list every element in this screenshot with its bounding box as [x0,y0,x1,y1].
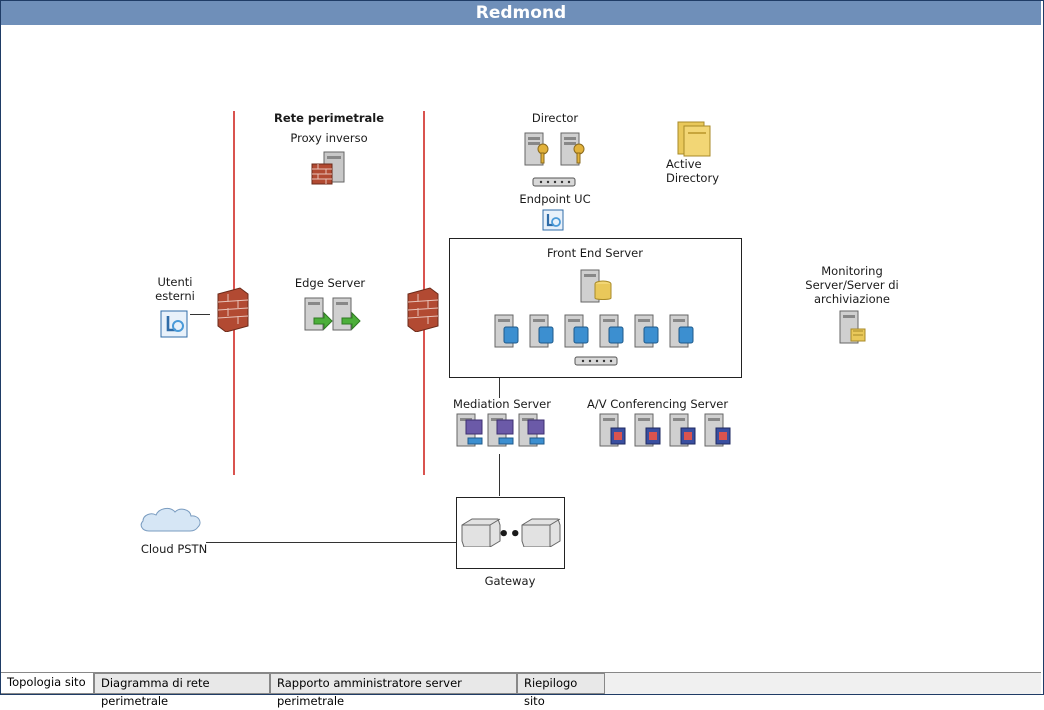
director-label: Director [531,111,579,125]
av-conferencing-server-icon-2[interactable] [632,412,664,450]
tab-perimeter-network-diagram[interactable]: Diagramma di rete perimetrale [94,673,270,708]
front-end-server-icon-2[interactable] [527,313,557,349]
front-end-label: Front End Server [547,246,643,260]
director-load-balancer-icon[interactable] [532,177,576,187]
active-directory-label: Active Directory [666,157,720,185]
mediation-server-icon-1[interactable] [454,412,486,450]
edge-server-label: Edge Server [294,276,366,290]
front-end-server-icon-4[interactable] [597,313,627,349]
connector-mediation-gateway [499,454,500,496]
active-directory-folder-icon[interactable] [674,118,712,158]
mediation-label: Mediation Server [453,397,551,411]
front-end-pool-box[interactable] [449,238,742,378]
av-conferencing-server-icon-3[interactable] [667,412,699,450]
external-users-label: Utenti esterni [155,275,195,303]
pstn-cloud-icon[interactable] [137,503,211,537]
director-server-icon-1[interactable] [522,131,550,167]
front-end-server-icon-3[interactable] [562,313,592,349]
tab-site-topology[interactable]: Topologia sito [1,673,94,694]
av-conferencing-server-icon-1[interactable] [597,412,629,450]
firewall-left-icon [217,287,249,332]
director-server-icon-2[interactable] [558,131,586,167]
gateway-device-icon-1[interactable] [460,517,502,547]
bottom-tab-bar: Topologia sito Diagramma di rete perimet… [1,672,1041,708]
av-conferencing-server-icon-4[interactable] [702,412,734,450]
edge-server-icon-1[interactable] [302,296,334,332]
front-end-load-balancer-icon[interactable] [574,356,618,366]
reverse-proxy-firewall-server-icon[interactable] [310,150,350,186]
connector-frontend-mediation [499,376,500,398]
perimeter-network-title: Rete perimetrale [273,111,385,125]
window-title: Redmond [1,1,1041,25]
monitoring-server-icon[interactable] [837,309,869,345]
front-end-server-icon-1[interactable] [492,313,522,349]
reverse-proxy-label: Proxy inverso [290,131,368,145]
external-users-icon[interactable] [159,309,189,339]
mediation-server-icon-3[interactable] [516,412,548,450]
connector-pstn-gateway [206,542,456,543]
front-end-server-icon-5[interactable] [632,313,662,349]
pstn-cloud-label: Cloud PSTN [140,542,208,556]
tab-edge-admin-report[interactable]: Rapporto amministratore server perimetra… [270,673,517,708]
uc-endpoint-icon[interactable] [541,208,565,232]
monitoring-label: Monitoring Server/Server di archiviazion… [805,264,899,306]
gateway-label: Gateway [484,574,536,588]
gateway-device-icon-2[interactable] [520,517,562,547]
mediation-server-icon-2[interactable] [485,412,517,450]
edge-server-icon-2[interactable] [330,296,362,332]
uc-endpoint-label: Endpoint UC [519,192,591,206]
tab-site-summary[interactable]: Riepilogo sito [517,673,605,708]
connector-external-users [190,314,210,315]
firewall-right-icon [407,287,439,332]
front-end-server-icon-6[interactable] [667,313,697,349]
front-end-database-icon[interactable] [578,268,614,304]
av-conferencing-label: A/V Conferencing Server [587,397,729,411]
